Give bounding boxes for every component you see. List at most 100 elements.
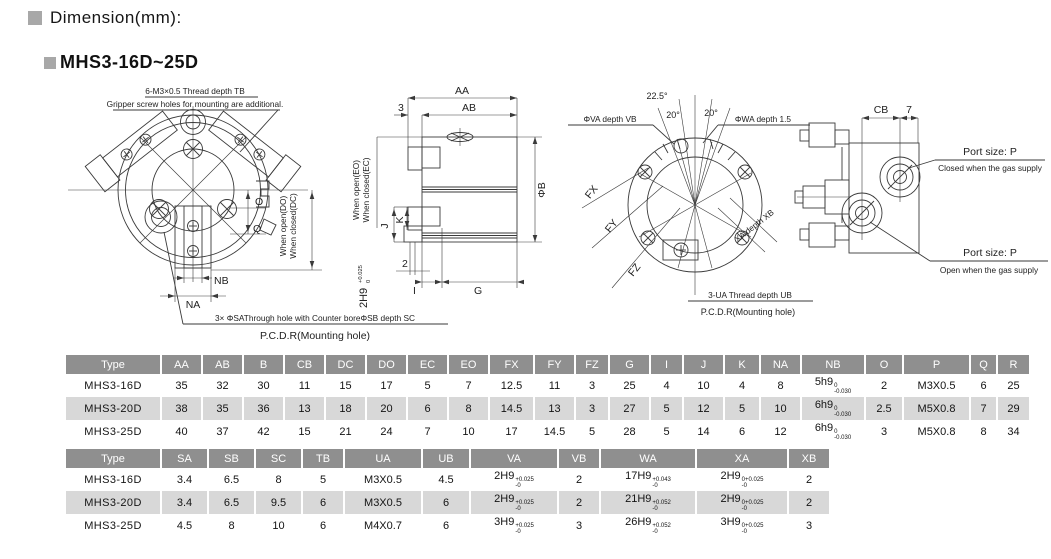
pcd-note: P.C.D.R(Mounting hole) (260, 330, 370, 342)
row-type-cell: MHS3-16D (84, 379, 142, 392)
when-open-do-label: When open(DO) (278, 196, 288, 257)
column-header: UA (345, 449, 421, 468)
dim-aa-label: AA (455, 85, 469, 97)
table-cell: 13 (535, 397, 574, 420)
table-cell: 36 (244, 397, 283, 420)
bottom-jaw (174, 205, 212, 269)
dim-ab-label: AB (462, 102, 476, 114)
column-header: XA (697, 449, 787, 468)
rear-pcd-note: P.C.D.R(Mounting hole) (701, 307, 795, 317)
column-header: B (244, 355, 283, 374)
closed-supply-note: Closed when the gas supply (938, 163, 1043, 173)
table-cell: 25 (623, 379, 636, 392)
column-header: SB (209, 449, 254, 468)
column-header: FZ (576, 355, 608, 374)
table-cell: 17 (505, 425, 518, 438)
column-header: EO (449, 355, 488, 374)
subsection-bullet-icon (44, 56, 56, 69)
table-cell: 3 (575, 519, 583, 532)
table-cell: 34 (1007, 425, 1020, 438)
dim-k-label: K (394, 216, 406, 223)
column-header: P (904, 355, 969, 374)
table-cell: 7 (465, 379, 472, 392)
table-cell: 9.5 (256, 491, 301, 514)
table-cell: 2H9+0.025-0 (494, 470, 534, 489)
table-cell: 2H9+0.025-0 (471, 491, 557, 514)
column-header: SA (162, 449, 207, 468)
table-cell: 2 (559, 491, 599, 514)
column-header: NB (802, 355, 864, 374)
va-depth-note: ΦVA depth VB (583, 114, 637, 124)
shaft-tolerance-label: 2H9 +0.025 0 (358, 265, 372, 308)
section-heading: Dimension(mm): (28, 8, 182, 28)
table-cell: 15 (298, 425, 311, 438)
table-cell: 4.5 (176, 519, 193, 532)
table-cell: 2 (789, 491, 829, 514)
xa-depth-note: XA depth XB (733, 207, 777, 244)
column-header: G (610, 355, 649, 374)
open-supply-note: Open when the gas supply (940, 265, 1039, 275)
table-cell: 4 (738, 379, 746, 392)
table-cell: 4.5 (438, 473, 454, 486)
table-cell: 6 (408, 397, 447, 420)
side-section-drawing: AA 3 AB ΦB When open(EO) When closed(EC)… (351, 85, 548, 308)
table-cell: 12 (774, 425, 787, 438)
table-cell: 5 (424, 379, 431, 392)
row-type-cell: MHS3-25D (84, 519, 142, 532)
table-cell: 10 (761, 397, 800, 420)
row-type-cell: MHS3-20D (66, 491, 160, 514)
column-header: Type (66, 449, 160, 468)
dim-fz-label: FZ (626, 261, 644, 279)
table-cell: 6 (303, 491, 343, 514)
column-header: VB (559, 449, 599, 468)
table-cell: 6 (423, 491, 469, 514)
table-cell: 3 (880, 425, 888, 438)
table-cell: 2 (805, 473, 813, 486)
table-cell: 5 (651, 397, 682, 420)
column-header: I (651, 355, 682, 374)
table-cell: 11 (298, 379, 311, 392)
table-cell: 25 (1007, 379, 1020, 392)
table-cell: M4X0.7 (364, 519, 402, 532)
table-cell: 10 (462, 425, 475, 438)
dim-7-label: 7 (906, 104, 912, 116)
row-type-cell: MHS3-20D (66, 397, 160, 420)
row-type-cell: MHS3-25D (84, 425, 142, 438)
table-cell: 3 (805, 519, 813, 532)
closed-port (879, 156, 921, 198)
svg-text:0: 0 (366, 280, 372, 283)
table-cell: M3X0.5 (364, 473, 402, 486)
through-hole-note: 3× ΦSAThrough hole with Counter boreΦSB … (215, 313, 415, 323)
counterbore-hole (144, 200, 178, 234)
table-cell: 3H9+0.025-0 (494, 516, 534, 535)
table-cell: 4 (663, 379, 670, 392)
table-cell: 12.5 (500, 379, 523, 392)
when-open-eo-label: When open(EO) (351, 160, 361, 220)
dim-q-label: Q (253, 223, 261, 235)
dim-o-label: O (255, 196, 263, 208)
table-cell: M3X0.5 (917, 379, 956, 392)
when-closed-ec-label: When closed(EC) (361, 157, 371, 222)
column-header: DC (326, 355, 365, 374)
column-header: WA (601, 449, 695, 468)
table-cell: 7 (971, 397, 996, 420)
table-cell: 3.4 (176, 473, 193, 486)
column-header: Q (971, 355, 996, 374)
dim-j-label: J (379, 223, 391, 228)
table-cell: 8 (777, 379, 784, 392)
table-cell: 13 (285, 397, 324, 420)
column-header: EC (408, 355, 447, 374)
table-cell: 6.5 (209, 491, 254, 514)
wa-depth-note: ΦWA depth 1.5 (735, 114, 792, 124)
table-cell: 24 (380, 425, 393, 438)
port-view-drawing: CB 7 Port size: P Closed when the gas su… (794, 104, 1048, 275)
dim-2-label: 2 (402, 258, 408, 270)
